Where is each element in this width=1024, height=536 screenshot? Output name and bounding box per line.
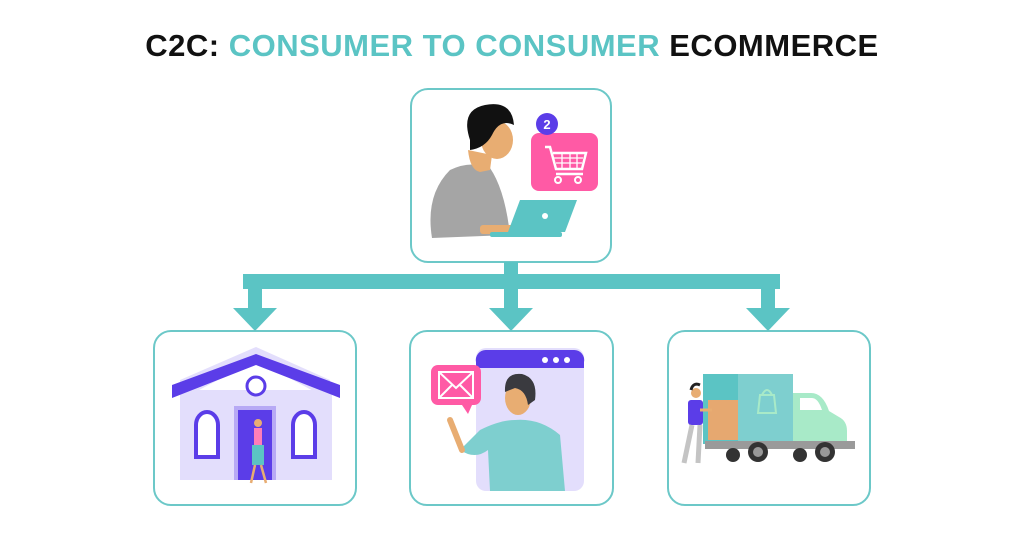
- arrow-down-icon: [746, 308, 790, 331]
- cart-badge: [536, 113, 558, 135]
- title-suffix: ECOMMERCE: [660, 28, 879, 63]
- house-store-icon: [172, 347, 340, 484]
- cart-icon: [531, 133, 598, 191]
- arrow-down-icon: [489, 308, 533, 331]
- flow-connectors: [233, 262, 790, 331]
- title-accent: CONSUMER TO CONSUMER: [228, 28, 661, 63]
- delivery-truck-icon: [681, 374, 855, 464]
- page-title: C2C: CONSUMER TO CONSUMER ECOMMERCE: [0, 28, 1024, 64]
- title-prefix: C2C:: [145, 28, 229, 63]
- woman-shopping-icon: [430, 104, 577, 238]
- man-message-icon: [431, 348, 585, 491]
- arrow-down-icon: [233, 308, 277, 331]
- cart-badge-count: 2: [543, 117, 550, 132]
